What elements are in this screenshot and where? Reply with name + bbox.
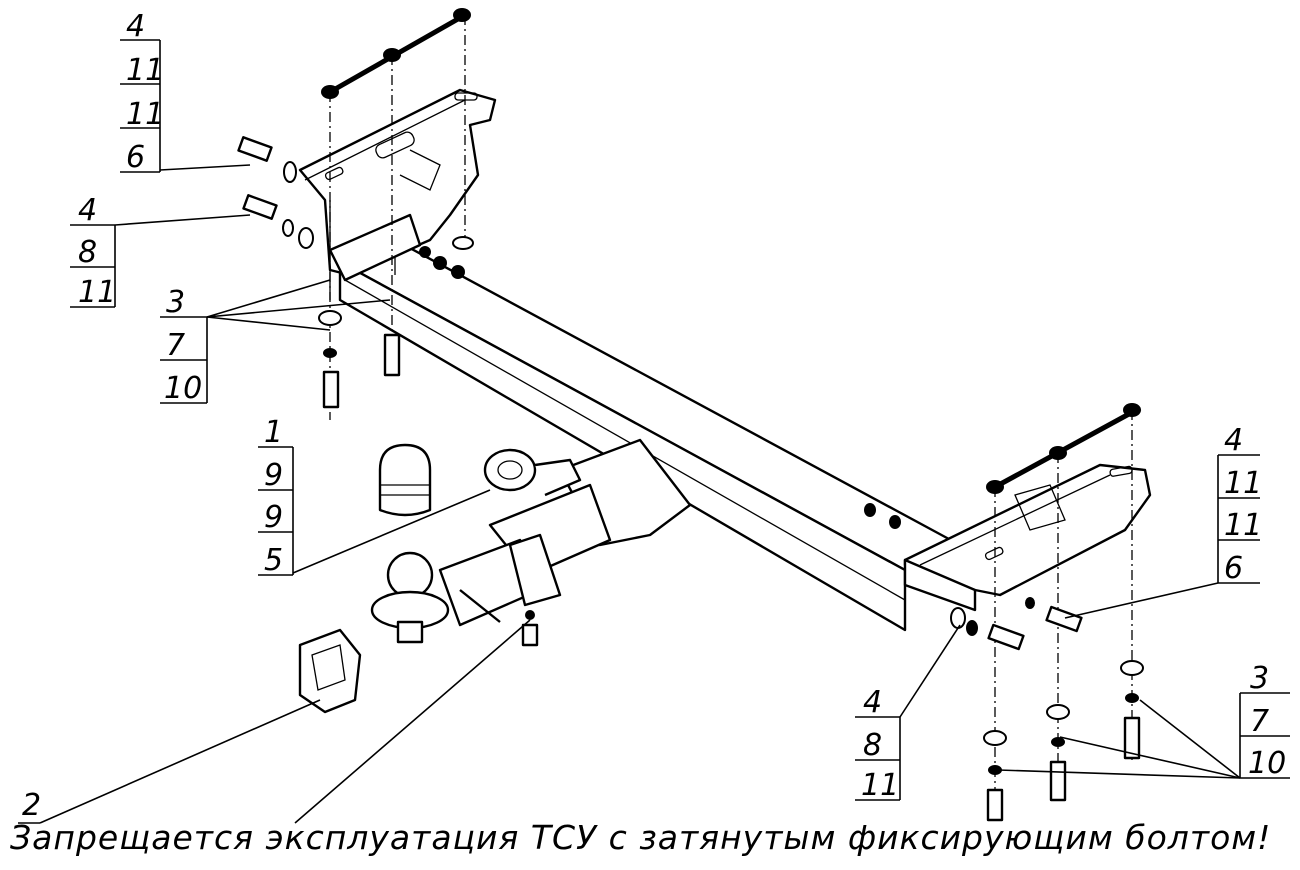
socket-plate (298, 610, 539, 714)
callout-number: 4 (1224, 423, 1243, 458)
callout-number: 11 (1224, 508, 1262, 543)
callout-right-bolt: 4 8 11 (855, 685, 901, 803)
callout-number: 9 (264, 458, 283, 493)
warning-text: Запрещается эксплуатация ТСУ с затянутым… (10, 818, 1272, 857)
callout-number: 3 (166, 285, 185, 320)
callout-number: 4 (78, 193, 97, 228)
callout-top-left: 4 11 11 6 (120, 9, 164, 175)
right-fasteners (864, 503, 1144, 822)
callout-number: 7 (166, 328, 185, 363)
callout-number: 8 (78, 235, 97, 270)
crossbar-beam (338, 238, 962, 632)
callout-number: 10 (164, 371, 202, 406)
callout-number: 8 (863, 728, 882, 763)
callout-number: 5 (264, 543, 283, 578)
callout-number: 1 (264, 415, 283, 450)
callout-number: 11 (861, 768, 899, 803)
tow-ball (370, 551, 450, 644)
callout-number: 6 (126, 140, 145, 175)
callout-socket-plate: 2 (18, 788, 41, 824)
callout-left-lower: 3 7 10 (160, 285, 208, 406)
callout-number: 6 (1224, 551, 1243, 586)
callout-number: 11 (126, 53, 164, 88)
callout-top-right: 4 11 11 6 (1217, 423, 1262, 586)
callout-number: 10 (1248, 746, 1286, 781)
callout-left-bolt: 4 8 11 (70, 193, 116, 310)
callout-number: 3 (1250, 661, 1269, 696)
callout-number: 11 (78, 275, 116, 310)
right-bracket (903, 463, 1152, 612)
leader-lines (39, 164, 1241, 824)
left-fasteners (237, 136, 474, 409)
ball-cover (378, 443, 432, 517)
callout-number: 4 (863, 685, 882, 720)
callout-number: 11 (1224, 466, 1262, 501)
callout-number: 4 (126, 9, 145, 44)
callout-number: 9 (264, 500, 283, 535)
callout-ball-mount: 1 9 9 5 (258, 415, 294, 578)
socket-holder (483, 448, 582, 497)
callout-number: 2 (22, 788, 41, 823)
callout-number: 11 (126, 97, 164, 132)
left-top-plate (321, 8, 471, 99)
callout-right-lower: 3 7 10 (1239, 661, 1290, 781)
callout-number: 7 (1250, 704, 1269, 739)
hitch-receiver (438, 438, 692, 627)
